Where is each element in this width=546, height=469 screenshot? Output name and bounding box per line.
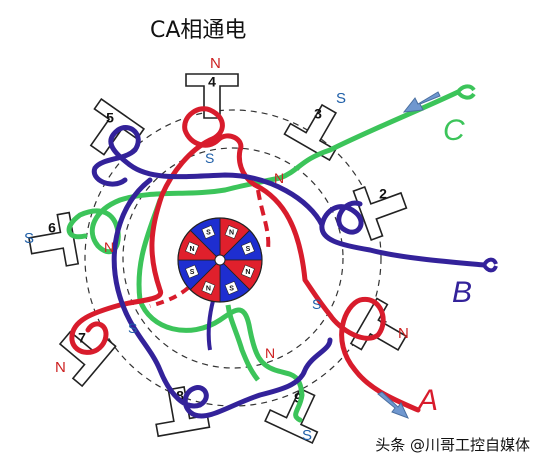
phase-terminals: A B C [416,84,498,417]
rotor-outline [177,217,263,303]
tooth-number: 9 [294,390,302,406]
tooth-number: 8 [176,388,184,404]
phase-a-wire [69,106,421,413]
stator-tooth: 8 [155,386,211,438]
rotor-segment-label: S [246,246,251,253]
rotor-segment-tag [185,241,199,256]
tooth-shape [89,97,146,156]
pole-labels: N S N S N S N S N S S N [24,55,409,444]
rotor-segment-label: N [190,246,195,253]
pole-label: S [336,90,346,107]
tooth-shape [352,185,408,241]
pole-label: S [302,427,312,444]
stator-tooth: 2 [352,185,408,241]
page-title: CA相通电 [150,18,247,43]
inner-pole-label: N [104,239,114,255]
tooth-number: 5 [106,110,114,126]
inner-pole-label: N [274,170,284,186]
stator-tooth: 3 [283,103,338,162]
watermark: 头条 @川哥工控自媒体 [371,432,534,457]
rotor-shaft [214,254,226,266]
rotor-segment-label: N [206,285,211,292]
arrow-icon [402,91,441,113]
pole-label: N [55,359,66,376]
pole-label: N [398,325,409,342]
tooth-number: 7 [78,330,86,346]
phase-terminal-label: A [416,384,438,417]
terminal-hook [482,257,498,273]
phase-a-inner-wire [256,189,271,251]
rotor-segment-label: S [206,229,211,236]
tooth-shape [28,211,80,267]
pole-label: S [24,230,34,247]
phase-a-rotor-wire [149,286,190,308]
phase-terminal-label: B [452,276,472,309]
rotor-segment-tag [185,264,199,279]
tooth-number: 6 [48,220,56,236]
inner-pole-label: N [265,345,275,361]
rotor-segment-label: S [190,269,195,276]
tooth-number: 4 [208,74,216,90]
rotor-segment-label: N [245,269,250,276]
phase-c-inner-wire [225,304,260,382]
stator-tooth: 6 [28,211,80,267]
rotor-segment-tag [224,225,239,239]
rotor-segment-tag [241,264,255,279]
tooth-number: 2 [379,186,387,202]
tooth-shape [283,103,338,162]
rotor-segment-tag [224,281,239,295]
rotor-segment-label: S [229,285,234,292]
terminal-hook [456,84,476,100]
tooth-number: 3 [314,106,322,122]
stator-tooth: 5 [89,97,146,156]
inner-pole-label: S [312,296,321,312]
inner-pole-label: S [128,320,137,336]
rotor-segment-tag [201,225,216,239]
stator-inner-ring [122,147,344,369]
rotor: N S N S N S N S [177,217,263,303]
windings [66,89,487,423]
phase-terminal-label: C [443,114,465,147]
inner-pole-label: S [205,150,214,166]
rotor-segment-label: N [229,229,234,236]
pole-label: N [210,55,221,72]
arrow-icon [377,391,409,419]
rotor-segment-tag [201,281,216,295]
rotor-segment-tag [241,241,255,256]
phase-b-wire [91,125,487,419]
